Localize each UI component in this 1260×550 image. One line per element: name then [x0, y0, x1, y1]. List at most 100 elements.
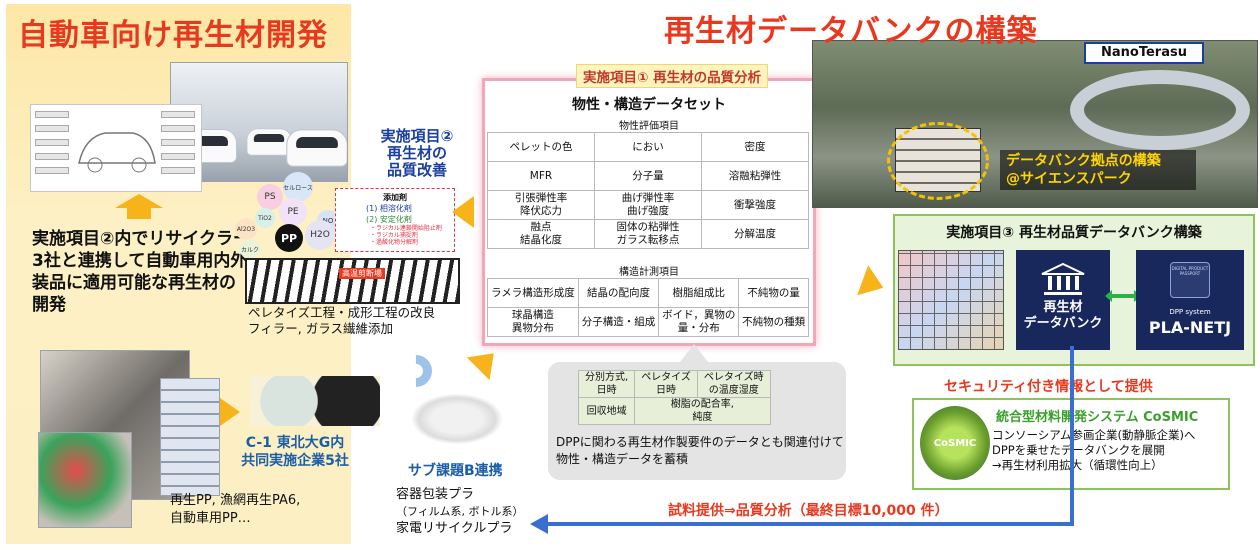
cosmic-line-2: DPPを乗せたデータバンクを展開 [992, 443, 1165, 457]
additive-1: (1) 相溶化剤 [366, 204, 412, 213]
right-arrow [220, 398, 240, 426]
additive-box: 添加剤 (1) 相溶化剤 (2) 安定化剤 ・ラジカル連鎖開始阻止剤 ・ラジカル… [335, 188, 455, 252]
packaging-line-1: 容器包装プラ [396, 487, 475, 502]
c1-line-1: C-1 東北大G内 [245, 435, 345, 451]
fishing-nets-photo [38, 432, 132, 528]
property-cell: MFR [487, 161, 595, 191]
structure-cell: 結晶の配向度 [577, 278, 660, 308]
packaging-line-3: 家電リサイクルプラ [396, 521, 513, 536]
molecule-cluster: PS セルロース PE Al2O3 TiO2 NO H2O PP カルク [235, 168, 475, 264]
c1-line-2: 共同実施企業5社 [241, 453, 349, 469]
passport-icon: DIGITAL PRODUCT PASSPORT [1170, 262, 1210, 298]
property-cell: 固体の粘弾性ガラス転移点 [594, 219, 702, 249]
cosmic-line-3: →再生材利用拡大（循環性向上） [992, 458, 1163, 472]
recycled-materials-text: 再生PP, 漁網再生PA6, 自動車用PP… [170, 492, 340, 528]
process-line-2: フィラー, ガラス繊維添加 [248, 321, 393, 336]
property-cell: 曲げ弾性率曲げ強度 [594, 190, 702, 220]
item2-title-line-1: 実施項目② [380, 127, 454, 145]
property-cell: 引張弾性率降伏応力 [487, 190, 595, 220]
dpp-table: 分別方式,日時ペレタイズ日時ペレタイズ時の温度湿度回収地域樹脂の配合率,純度 [577, 370, 771, 425]
structure-row: ラメラ構造形成度結晶の配向度樹脂組成比不純物の量 [487, 278, 809, 308]
recycled-line-1: 再生PP, 漁網再生PA6, [170, 493, 301, 508]
dpp-cell: 樹脂の配合率,純度 [634, 397, 771, 425]
curved-arrow [393, 348, 439, 394]
structure-cell: 球晶構造異物分布 [487, 307, 579, 337]
additive-heading: 添加剤 [383, 193, 407, 202]
molecule: カルク [239, 240, 261, 258]
additive-2b: ・ラジカル捕捉剤 [370, 232, 418, 239]
cosmic-logo: CoSMIC [920, 406, 990, 480]
item2-title-line-3: 品質改善 [386, 161, 447, 179]
structure-cell: ラメラ構造形成度 [487, 278, 579, 308]
property-cell: 密度 [701, 132, 809, 162]
additive-2a: ・ラジカル連鎖開始阻止剤 [370, 225, 442, 232]
synchrotron-ring [1070, 70, 1250, 150]
molecule: PE [279, 198, 307, 226]
molecule: TiO2 [255, 208, 275, 228]
structure-cell: 不純物の量 [738, 278, 809, 308]
dpp-row: 回収地域樹脂の配合率,純度 [577, 397, 771, 425]
flow-line-vertical [1070, 346, 1074, 526]
property-cell: 融点結晶化度 [487, 219, 595, 249]
left-arrow [452, 196, 474, 228]
dpp-cell: 分別方式,日時 [577, 370, 636, 398]
molecule-pp: PP [275, 224, 303, 252]
structure-cell: ボイド，異物の量・分布 [658, 307, 740, 337]
right-arrow [857, 265, 889, 303]
flow-line-horizontal [546, 522, 1074, 526]
process-improvement-text: ペレタイズ工程・成形工程の改良 フィラー, ガラス繊維添加 [248, 305, 478, 337]
molecule: H2O [305, 220, 335, 250]
sample-provision-label: 試料提供⇒品質分析（最終目標10,000 件） [668, 503, 949, 519]
left-title: 自動車向け再生材開発 [18, 18, 328, 53]
packaging-line-2: （フィルム系, ボトル系） [396, 505, 524, 518]
cosmic-title: 統合型材料開発システム CoSMIC [996, 410, 1199, 425]
struct-heading: 構造計測項目 [619, 267, 679, 278]
item2-title-line-2: 再生材の [386, 144, 447, 162]
packaging-text: 容器包装プラ （フィルム系, ボトル系） 家電リサイクルプラ [396, 486, 556, 537]
white-pellets-photo [412, 394, 502, 444]
up-right-arrow [466, 341, 506, 381]
structure-cell: 樹脂組成比 [658, 278, 740, 308]
props-heading: 物性評価項目 [619, 121, 679, 132]
databank-label: 再生材 データバンク [1016, 300, 1110, 332]
car-outline-icon [78, 132, 156, 173]
molecule: セルロース [283, 172, 313, 202]
flow-arrowhead [530, 514, 548, 534]
structure-row: 球晶構造異物分布分子構造・組成ボイド，異物の量・分布不純物の種類 [487, 307, 809, 337]
data-map-grid [898, 250, 1004, 350]
item1-title: 実施項目① 再生材の品質分析 [576, 64, 769, 88]
property-row: ペレットの色におい密度 [487, 132, 809, 162]
dpp-description: DPPに関わる再生材作製要件のデータとも関連付けて物性・構造データを蓄積 [556, 435, 844, 466]
databank-box [1016, 250, 1110, 350]
recycled-line-2: 自動車用PP… [170, 511, 251, 526]
molecule: Al2O3 [235, 218, 257, 240]
subtopic-b-label: サブ課題B連携 [408, 463, 503, 479]
dpp-cell: ペレタイズ時の温度湿度 [696, 370, 771, 398]
additive-2: (2) 安定化剤 [366, 215, 412, 224]
up-arrow [115, 194, 163, 208]
c1-partners-label: C-1 東北大G内 共同実施企業5社 [220, 434, 370, 470]
additive-2c: ・過酸化物分解剤 [370, 239, 419, 246]
car-parts-diagram [30, 104, 202, 192]
structure-cell: 分子構造・組成 [577, 307, 660, 337]
property-row: 融点結晶化度固体の粘弾性ガラス転移点分解温度 [487, 219, 809, 249]
highlight-ring [887, 122, 989, 200]
property-cell: ペレットの色 [487, 132, 595, 162]
bank-line-1: 再生材 [1043, 300, 1083, 315]
dpp-row: 分別方式,日時ペレタイズ日時ペレタイズ時の温度湿度 [577, 370, 771, 398]
bank-line-2: データバンク [1023, 316, 1103, 331]
databank-site-label: データバンク拠点の構築 @サイエンスパーク [1000, 150, 1196, 190]
property-row: 引張弾性率降伏応力曲げ弾性率曲げ強度衝撃強度 [487, 190, 809, 220]
molecule: PS [257, 184, 283, 210]
property-cell: 分解温度 [701, 219, 809, 249]
dataset-title: 物性・構造データセット [572, 97, 726, 113]
car-image [246, 128, 292, 156]
dpp-cell: 回収地域 [577, 397, 636, 425]
item3-title: 実施項目③ 再生材品質データバンク構築 [946, 225, 1202, 241]
car-factory-photo [170, 62, 348, 182]
bank-icon [1041, 262, 1085, 295]
car-image [286, 129, 347, 167]
cosmic-line-1: コンソーシアム参画企業(動静脈企業)へ [992, 428, 1196, 442]
